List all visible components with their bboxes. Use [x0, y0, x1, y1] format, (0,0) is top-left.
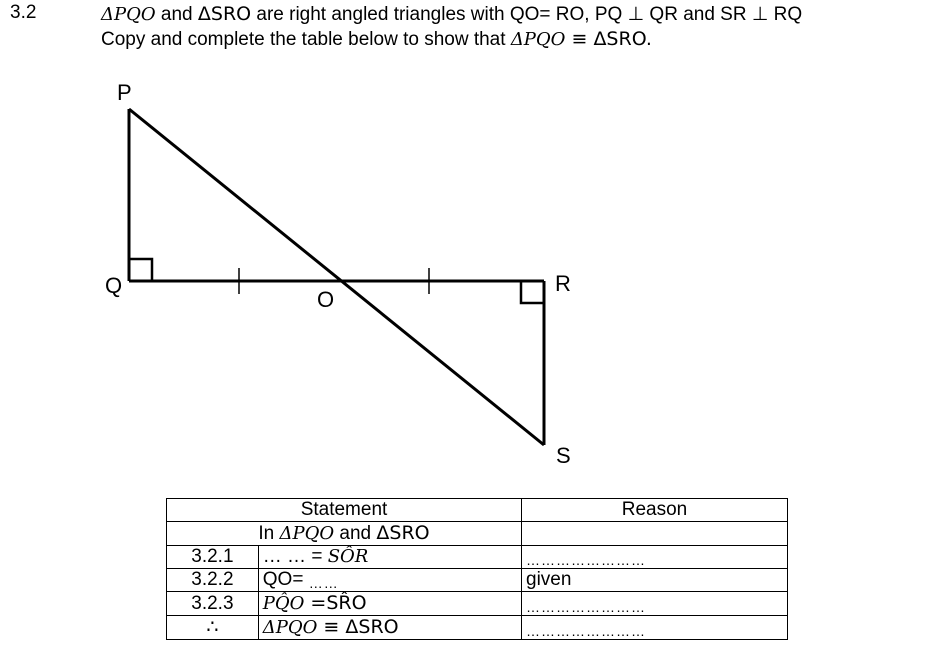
triangle-pqo-label: ΔPQO — [510, 29, 566, 50]
right-angle-mark-r — [519, 281, 544, 305]
statement-blank: …… — [308, 575, 339, 591]
vertex-label-q: Q — [105, 273, 122, 298]
table-header-row: Statement Reason — [166, 498, 788, 522]
statement-blank: … … = — [262, 546, 328, 567]
vertex-label-s: S — [556, 443, 571, 468]
vertex-label-o: O — [317, 287, 334, 312]
statement-cell: QO= …… — [257, 568, 523, 592]
intro-cell: In ΔPQO and ΔSRO — [166, 521, 522, 546]
question-text-line-2: Copy and complete the table below to sho… — [101, 27, 652, 52]
vertex-label-r: R — [555, 271, 571, 296]
reason-cell: …………………… — [521, 615, 788, 640]
reason-blank: …………………… — [526, 552, 646, 568]
row-number: 3.2.2 — [166, 568, 259, 592]
table-row: ∴ ΔPQO ≡ ΔSRO …………………… — [166, 615, 788, 640]
intro-triangle-pqo: ΔPQO — [279, 523, 335, 544]
angle-pqo: PQ̂O — [262, 593, 305, 614]
table-row: 3.2.2 QO= …… given — [166, 568, 788, 592]
congruence-symbol: ≡ — [565, 28, 594, 50]
question-number: 3.2 — [10, 2, 37, 23]
intro-prefix: In — [258, 523, 280, 544]
table-row: 3.2.3 PQ̂O =SR̂O …………………… — [166, 591, 788, 616]
proof-table: Statement Reason In ΔPQO and ΔSRO 3.2.1 … — [166, 498, 788, 640]
question-text-line-1: ΔPQO and ΔSRO are right angled triangles… — [101, 2, 802, 27]
triangles-diagram: P Q O R S — [105, 80, 571, 468]
conclusion-triangle-pqo: ΔPQO — [262, 617, 318, 638]
reason-blank: …………………… — [526, 598, 646, 615]
table-intro-row: In ΔPQO and ΔSRO — [166, 521, 788, 546]
reason-cell: …………………… — [521, 591, 788, 616]
reason-header: Reason — [521, 498, 788, 522]
reason-cell: given — [521, 568, 788, 592]
vertex-label-p: P — [117, 80, 132, 105]
reason-blank: …………………… — [526, 622, 646, 639]
table-row: 3.2.1 … … = SÔR …………………… — [166, 545, 788, 569]
reason-cell: …………………… — [521, 545, 788, 569]
right-angle-mark-q — [129, 257, 154, 281]
intro-triangle-sro: ΔSRO — [376, 522, 430, 544]
triangle-sro-label: ΔSRO. — [593, 28, 652, 50]
instruction-text: Copy and complete the table below to sho… — [101, 29, 511, 50]
statement-cell: PQ̂O =SR̂O — [257, 591, 523, 616]
conclusion-triangle-sro: ΔSRO — [345, 616, 399, 638]
statement-rest: =SR̂O — [304, 592, 367, 614]
triangle-sro-label: ΔSRO — [197, 3, 252, 25]
statement-cell: … … = SÔR — [257, 545, 523, 569]
question-conditions: are right angled triangles with QO= RO, … — [251, 4, 803, 25]
and-text: and — [155, 4, 198, 25]
row-number: 3.2.3 — [166, 591, 259, 616]
statement-header: Statement — [166, 498, 522, 522]
angle-sor: SÔR — [327, 546, 369, 567]
statement-prefix: QO= — [262, 569, 309, 590]
triangle-pqo-label: ΔPQO — [101, 4, 156, 25]
statement-cell: ΔPQO ≡ ΔSRO — [257, 615, 523, 640]
intro-and: and — [334, 523, 377, 544]
congruence-symbol: ≡ — [317, 616, 346, 638]
therefore-symbol: ∴ — [166, 615, 259, 640]
row-number: 3.2.1 — [166, 545, 259, 569]
intro-reason-cell — [521, 521, 788, 546]
segment-ps — [128, 107, 545, 447]
